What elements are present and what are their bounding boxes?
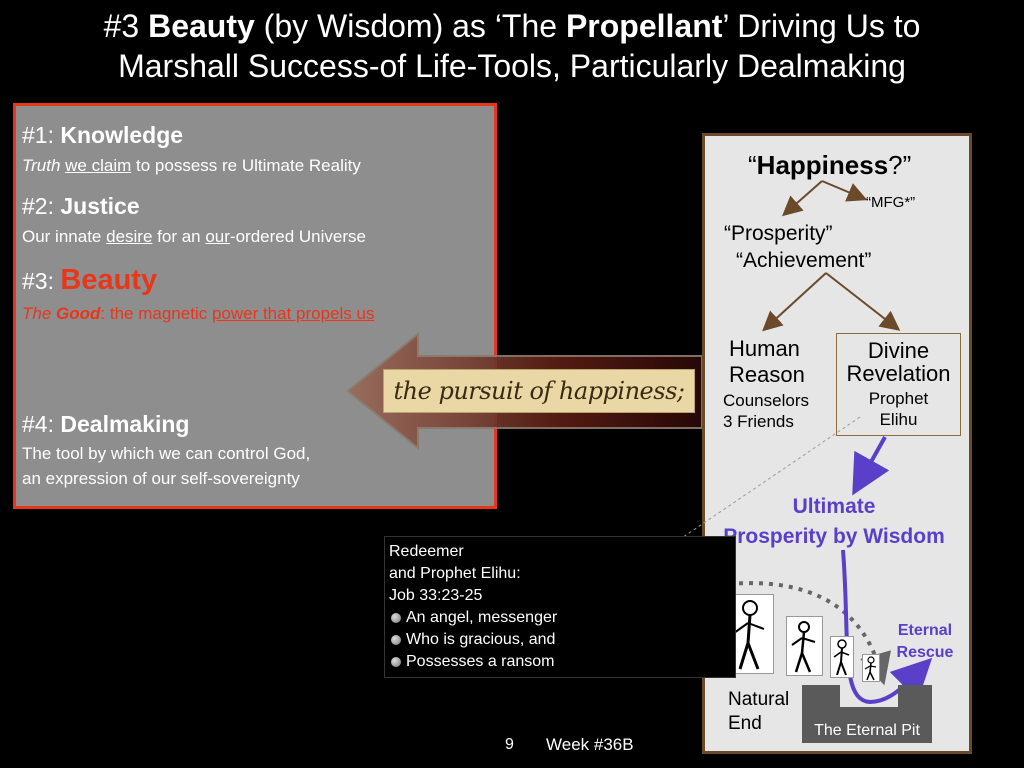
happiness-word: Happiness — [756, 150, 889, 180]
bullet-icon — [391, 612, 401, 623]
item-3-subtitle: The Good: the magnetic power that propel… — [22, 304, 374, 324]
item-1-sub-italic: Truth — [22, 156, 61, 175]
item-4-heading: #4: Dealmaking — [22, 411, 189, 438]
prosperity-by-wisdom-label: Prosperity by Wisdom — [723, 525, 945, 548]
item-1-sub-rest: to possess re Ultimate Reality — [131, 156, 361, 175]
mfg-label: “MFG*” — [866, 194, 916, 211]
happiness-open-quote: “ — [748, 150, 757, 180]
achievement-label: “Achievement” — [736, 249, 872, 272]
title-propellant: Propellant — [565, 8, 723, 44]
title-suffix: ’ Driving Us to — [722, 8, 921, 44]
callout-line-2: and Prophet Elihu: — [389, 565, 521, 582]
item-3-label: Beauty — [60, 264, 158, 296]
item-2-label: Justice — [60, 193, 140, 219]
item-1-subtitle: Truth we claim to possess re Ultimate Re… — [22, 156, 361, 176]
human-label: Human — [729, 336, 800, 361]
counselors-label: Counselors — [723, 391, 809, 410]
stick-figure-tiny-icon — [862, 654, 880, 682]
item-4-label: Dealmaking — [60, 411, 190, 437]
title-mid: (by Wisdom) as ‘The — [254, 8, 566, 44]
item-1-sub-underline: we claim — [65, 156, 132, 175]
item-3-number: #3: — [22, 268, 61, 294]
life-tools-panel: #1: Knowledge Truth we claim to possess … — [13, 103, 497, 509]
eternal-pit-label: The Eternal Pit — [814, 722, 920, 739]
title-prefix: #3 — [103, 8, 149, 44]
happiness-heading: “Happiness?” — [748, 150, 911, 181]
happiness-close-quote: ?” — [888, 150, 912, 180]
prophet-label: Prophet — [868, 389, 929, 408]
callout-bullet-1-text: An angel, messenger — [406, 609, 558, 626]
item-2-sub-rest: -ordered Universe — [229, 227, 366, 246]
bullet-icon — [391, 634, 401, 645]
item-2-heading: #2: Justice — [22, 193, 140, 220]
callout-bullet-3: Possesses a ransom — [391, 653, 555, 671]
callout-bullet-3-text: Possesses a ransom — [406, 653, 555, 670]
elihu-label: Elihu — [879, 410, 918, 429]
item-4-line-1: The tool by which we can control God, — [22, 444, 311, 463]
item-2-sub-desire: desire — [106, 227, 153, 246]
stick-figure-small-icon — [830, 636, 854, 678]
item-1-heading: #1: Knowledge — [22, 122, 183, 149]
ultimate-label: Ultimate — [792, 495, 876, 518]
title-line-2: Marshall Success-of Life-Tools, Particul… — [118, 48, 906, 84]
slide-number: 9 — [505, 736, 514, 753]
item-3-sub-mid: : the magnetic — [100, 304, 212, 323]
item-2-subtitle: Our innate desire for an our-ordered Uni… — [22, 227, 366, 247]
divine-label: Divine — [867, 338, 930, 363]
slide-title: #3 Beauty (by Wisdom) as ‘The Propellant… — [0, 6, 1024, 86]
title-beauty: Beauty — [148, 8, 255, 44]
three-friends-label: 3 Friends — [723, 412, 794, 431]
callout-line-1: Redeemer — [389, 543, 464, 560]
callout-bullet-2: Who is gracious, and — [391, 631, 555, 649]
week-label: Week #36B — [546, 735, 634, 754]
reason-label: Reason — [729, 362, 805, 387]
item-2-sub-pre: Our innate — [22, 227, 107, 246]
item-1-label: Knowledge — [60, 122, 184, 148]
item-2-sub-mid: for an — [152, 227, 206, 246]
eternal-label: Eternal — [897, 622, 953, 639]
item-2-sub-our: our — [205, 227, 230, 246]
manuscript-image: the pursuit of happiness; — [383, 369, 695, 413]
item-3-sub-italic: The — [22, 304, 57, 323]
callout-line-3: Job 33:23-25 — [389, 587, 483, 604]
item-4-line-2: an expression of our self-sovereignty — [22, 469, 300, 488]
prosperity-label: “Prosperity” — [724, 222, 833, 245]
item-4-number: #4: — [22, 411, 61, 437]
item-3-heading: #3: Beauty — [22, 264, 157, 297]
item-1-number: #1: — [22, 122, 61, 148]
eternal-pit-graphic — [802, 685, 932, 743]
divine-revelation-box — [836, 333, 961, 436]
rescue-label: Rescue — [896, 644, 954, 661]
redeemer-callout: Redeemer and Prophet Elihu: Job 33:23-25… — [384, 536, 736, 678]
revelation-label: Revelation — [846, 361, 951, 386]
natural-label: Natural — [728, 689, 790, 710]
item-2-number: #2: — [22, 193, 61, 219]
callout-bullet-1: An angel, messenger — [391, 609, 557, 627]
title-line-1: #3 Beauty (by Wisdom) as ‘The Propellant… — [0, 6, 1024, 46]
stick-figure-medium-icon — [786, 616, 823, 676]
branch-arrows — [762, 180, 901, 332]
bullet-icon — [391, 656, 401, 667]
item-3-sub-good: Good — [56, 304, 101, 323]
callout-bullet-2-text: Who is gracious, and — [406, 631, 556, 648]
item-3-sub-power: power that propels us — [211, 304, 375, 323]
end-label: End — [728, 713, 762, 734]
